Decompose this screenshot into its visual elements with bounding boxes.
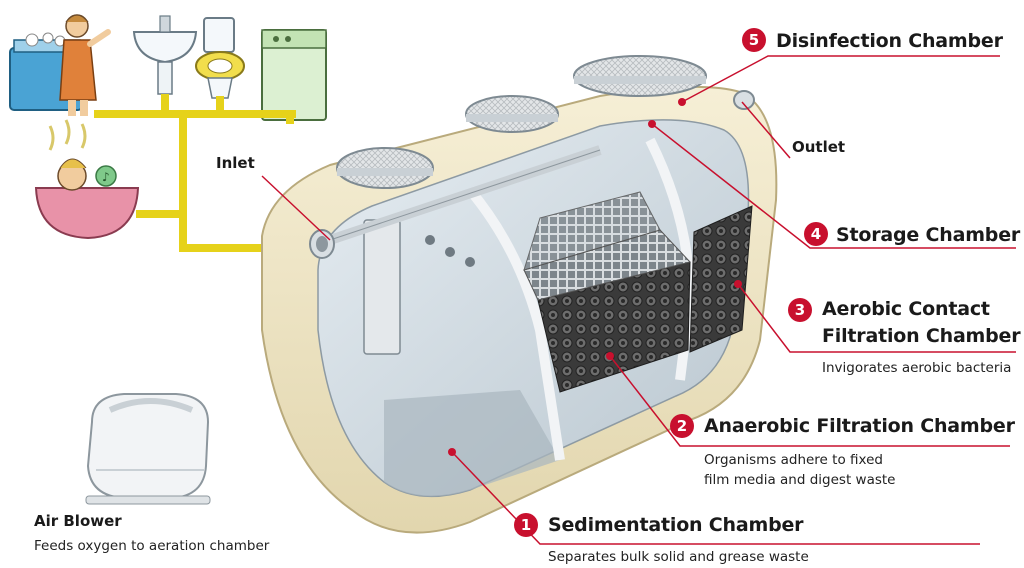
chamber-2-desc-line2: film media and digest waste	[704, 472, 896, 488]
aerobic-filter-media	[689, 205, 753, 353]
drain-pipe-network	[94, 94, 296, 252]
chamber-2-title: Anaerobic Filtration Chamber	[704, 415, 1015, 437]
chamber-3-badge: 3	[788, 298, 812, 322]
chamber-3-desc: Invigorates aerobic bacteria	[822, 360, 1012, 376]
septic-tank	[261, 55, 778, 534]
svg-text:♪: ♪	[102, 170, 110, 184]
chamber-5-title: Disinfection Chamber	[776, 30, 1003, 52]
wash-basin-illustration	[132, 15, 198, 95]
outlet-pipe	[733, 90, 755, 110]
person-washing-illustration	[59, 14, 111, 116]
inlet-baffle	[363, 219, 401, 355]
chamber-3-title-line2: Filtration Chamber	[822, 325, 1021, 347]
inlet-label: Inlet	[216, 154, 255, 172]
bathtub-illustration: ♪	[34, 119, 140, 240]
chamber-4-badge: 4	[804, 222, 828, 246]
partition-wall-2	[645, 137, 696, 381]
callout-lines	[261, 55, 1016, 545]
outlet-label: Outlet	[792, 138, 846, 156]
chamber-4-title: Storage Chamber	[836, 224, 1021, 246]
chamber-1-title: Sedimentation Chamber	[548, 514, 804, 536]
chamber-2-badge: 2	[670, 414, 694, 438]
chamber-1-desc: Separates bulk solid and grease waste	[548, 549, 809, 565]
chamber-2-desc-line1: Organisms adhere to fixed	[704, 452, 883, 468]
callout-dots	[448, 98, 742, 456]
air-blower-title: Air Blower	[34, 512, 122, 530]
chamber-5-badge: 5	[742, 28, 766, 52]
washing-machine-illustration	[261, 29, 327, 121]
chamber-3-title-line1: Aerobic Contact	[822, 298, 990, 320]
partition-wall-1	[466, 186, 565, 461]
air-blower-desc: Feeds oxygen to aeration chamber	[34, 538, 270, 554]
air-blower-illustration	[85, 393, 211, 505]
toilet-illustration	[195, 17, 245, 99]
chamber-1-badge: 1	[514, 513, 538, 537]
